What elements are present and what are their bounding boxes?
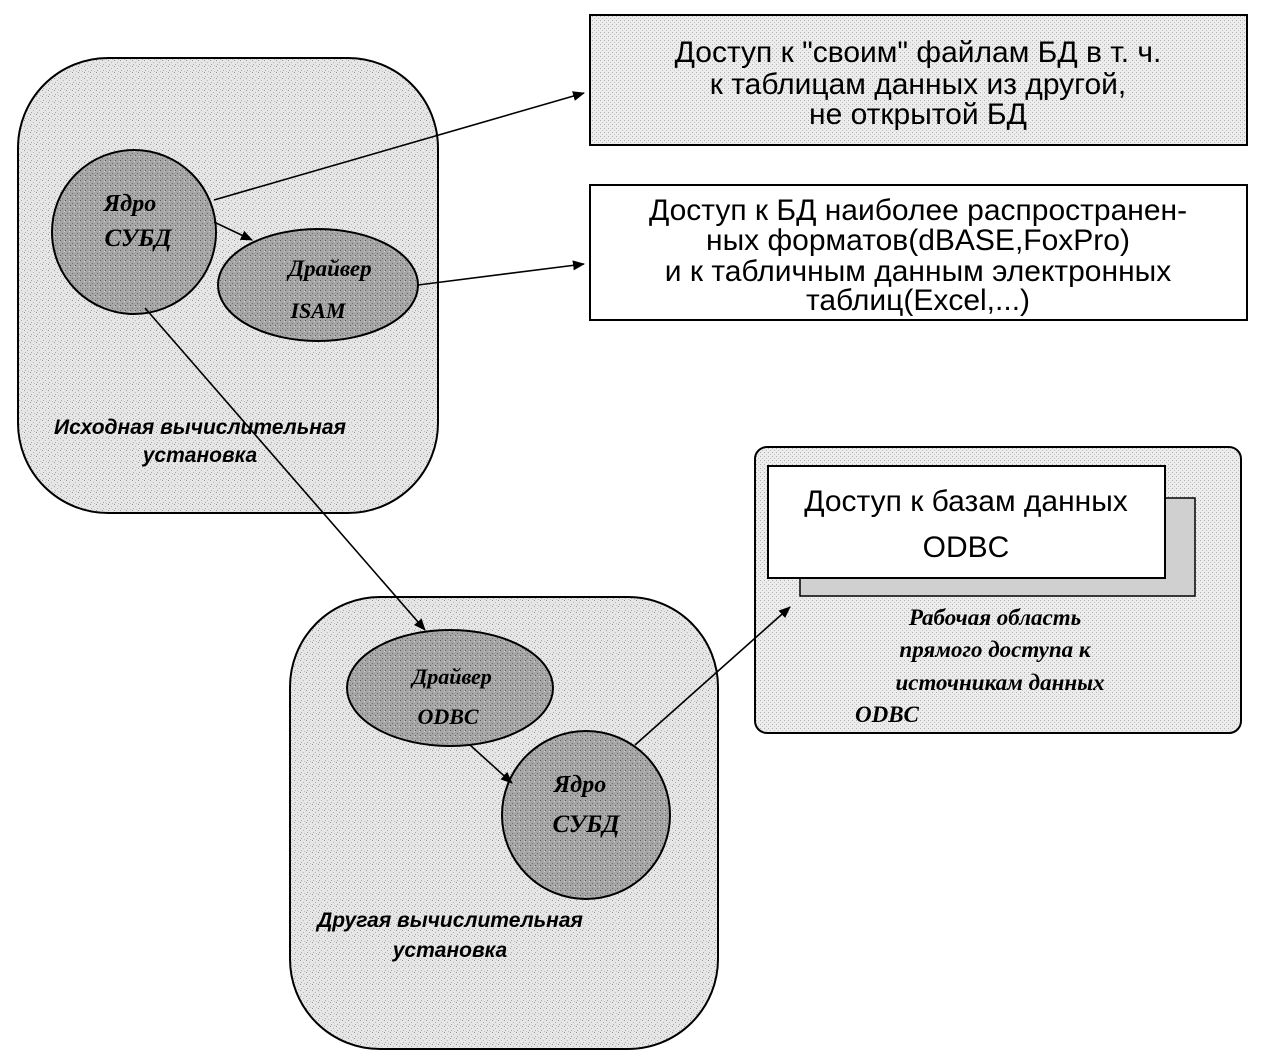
arrow-core-to-workspace (634, 606, 791, 746)
odbc-driver-line1: Драйвер (410, 664, 492, 689)
odbc-driver-line2: ODBC (417, 704, 478, 729)
arrow-odbc-driver-to-core (469, 744, 513, 784)
dbms-core-other-line1: Ядро (553, 772, 606, 798)
dbms-core-other-line2: СУБД (552, 811, 620, 838)
common-formats-access-box: Доступ к БД наиболее распространен- ных … (589, 184, 1248, 321)
connectors (144, 91, 791, 784)
odbc-access-line2: ODBC (923, 531, 1010, 564)
source-installation-label-1: Исходная вычислительная (54, 416, 346, 439)
odbc-workspace-region: Доступ к базам данных ODBC Рабочая облас… (754, 446, 1242, 734)
formats-line1: Доступ к БД наиболее распространен- (649, 194, 1187, 227)
other-installation-label-2: установка (392, 939, 508, 962)
isam-driver-line2: ISAM (289, 298, 346, 323)
workspace-line3: источникам данных (895, 670, 1104, 695)
own-files-line1: Доступ к "своим" файлам БД в т. ч. (675, 36, 1162, 69)
formats-line3: и к табличным данным электронных (665, 255, 1171, 288)
odbc-driver: Драйвер ODBC (346, 629, 554, 747)
formats-line2: ных форматов(dBASE,FoxPro) (706, 224, 1130, 257)
isam-driver: Драйвер ISAM (217, 228, 419, 342)
dbms-core-source-line2: СУБД (104, 225, 172, 252)
workspace-line2: прямого доступа к (899, 637, 1092, 662)
arrow-source-core-to-odbc-driver (144, 307, 426, 631)
arrow-core-to-own-files (213, 91, 585, 201)
formats-line4: таблиц(Excel,...) (806, 284, 1030, 317)
dbms-core-source-line1: Ядро (103, 191, 156, 217)
dbms-core-other: Ядро СУБД (501, 730, 671, 900)
arrow-core-to-isam (213, 221, 253, 241)
own-files-line3: не открытой БД (809, 98, 1027, 131)
odbc-access-line1: Доступ к базам данных (804, 485, 1128, 518)
isam-driver-line1: Драйвер (286, 256, 371, 281)
workspace-line1: Рабочая область (908, 605, 1081, 630)
source-installation-label-2: установка (142, 444, 258, 467)
own-files-access-box: Доступ к "своим" файлам БД в т. ч. к таб… (589, 14, 1248, 146)
workspace-line4: ODBC (855, 702, 920, 727)
own-files-line2: к таблицам данных из другой, (710, 68, 1126, 101)
dbms-core-source: Ядро СУБД (51, 149, 217, 315)
arrow-isam-to-formats (417, 260, 585, 286)
odbc-access-box (767, 465, 1166, 579)
other-installation-label-1: Другая вычислительная (315, 909, 583, 932)
